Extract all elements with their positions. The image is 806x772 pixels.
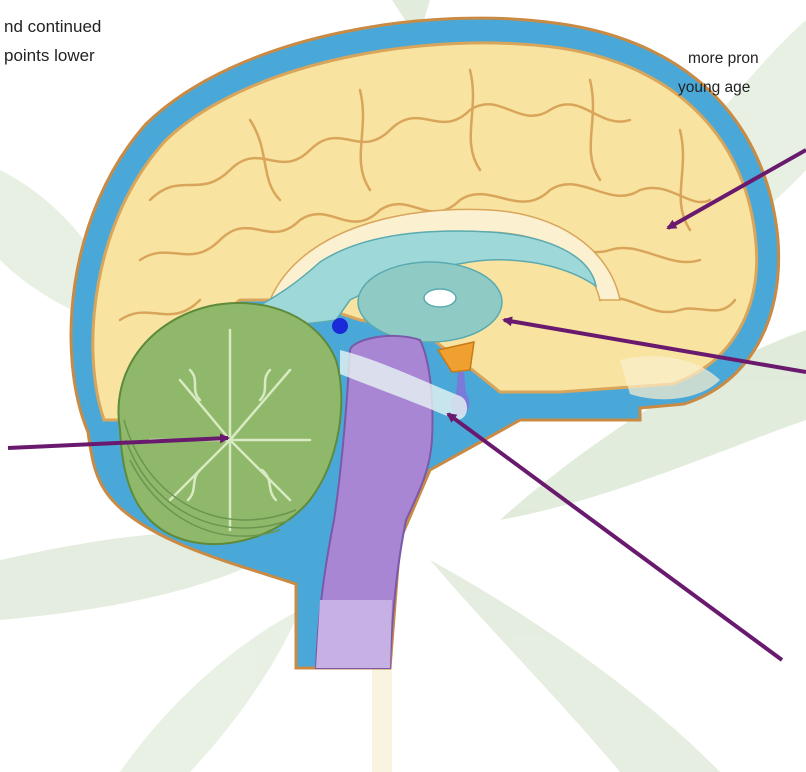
right-caption-line-2: young age — [678, 73, 750, 102]
left-caption-line-2: points lower — [4, 41, 95, 70]
interthalamic-adhesion — [424, 289, 456, 307]
left-caption-line-1: nd continued — [4, 12, 101, 41]
pineal-gland — [332, 318, 348, 334]
leaf-lower-right — [430, 560, 720, 772]
spinal-cord-light — [316, 600, 392, 668]
leaf-bottom-left — [120, 610, 300, 772]
right-caption-line-1: more pron — [688, 44, 759, 73]
